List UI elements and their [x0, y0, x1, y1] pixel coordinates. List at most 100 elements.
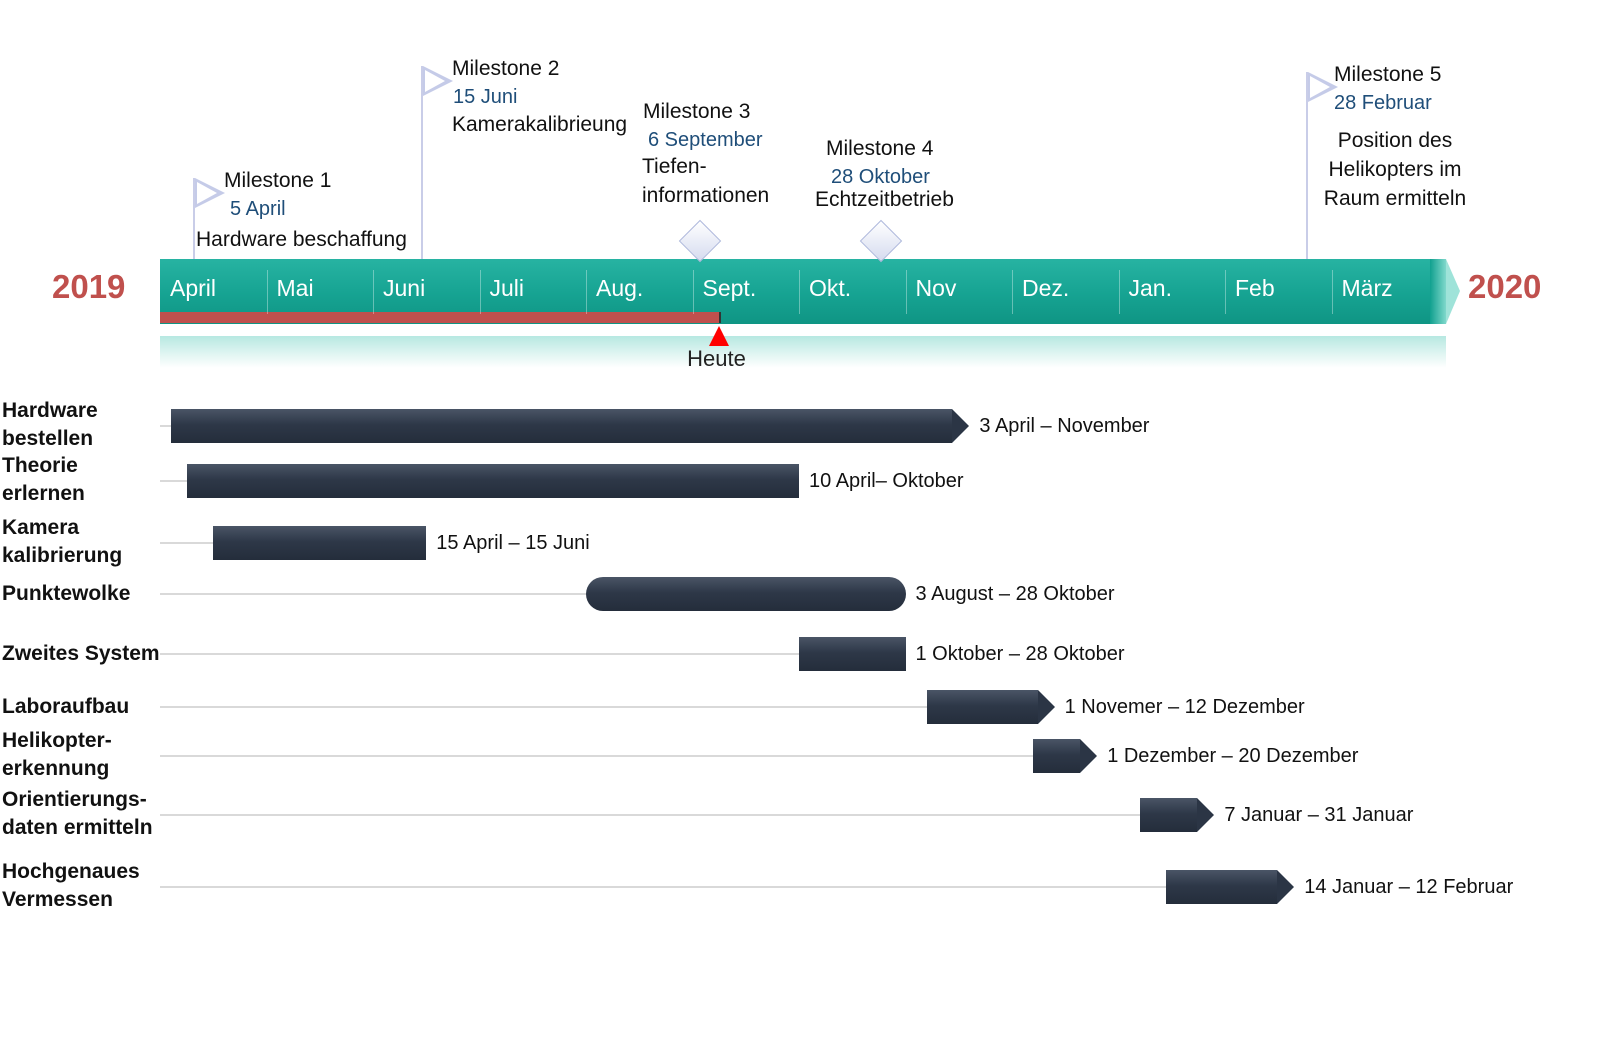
- month-label: Aug.: [596, 275, 644, 301]
- month-label: Nov: [915, 275, 957, 301]
- task-name: Helikopter-: [2, 729, 112, 752]
- flag-icon-inner: [197, 182, 217, 204]
- month-label: Jan.: [1128, 275, 1172, 301]
- milestone-title: Milestone 1: [224, 169, 332, 192]
- month-separator: [799, 270, 800, 314]
- flag-icon-inner: [1310, 76, 1330, 98]
- milestone-pole: [421, 66, 423, 259]
- task-name: Vermessen: [2, 888, 113, 911]
- today-label: Heute: [687, 346, 746, 371]
- task-track: [160, 755, 1034, 757]
- task-bar: [213, 526, 427, 560]
- task-date-range: 14 Januar – 12 Februar: [1304, 876, 1514, 898]
- diamond-icon: [859, 219, 903, 263]
- task-name: kalibrierung: [2, 544, 123, 567]
- task-date-range: 3 August – 28 Oktober: [915, 583, 1115, 605]
- milestone-description: Echtzeitbetrieb: [815, 188, 954, 211]
- task-bar-arrow: [1277, 870, 1295, 904]
- task-bar: [186, 464, 799, 498]
- month-label: Dez.: [1022, 275, 1070, 301]
- task-bar: [799, 637, 906, 671]
- task-track: [160, 706, 927, 708]
- milestone-date: 5 April: [230, 198, 286, 220]
- month-label: Sept.: [702, 275, 757, 301]
- timeline-band-end: [1430, 259, 1446, 324]
- task-name: Zweites System: [2, 642, 160, 665]
- task-date-range: 1 Dezember – 20 Dezember: [1107, 745, 1359, 767]
- task-name: Kamera: [2, 516, 80, 539]
- milestone-pole: [193, 178, 195, 259]
- task-bar: [586, 577, 906, 611]
- task-name: Theorie: [2, 454, 78, 477]
- task-date-range: 7 Januar – 31 Januar: [1224, 804, 1414, 826]
- month-separator: [373, 270, 374, 314]
- month-label: Feb: [1235, 275, 1275, 301]
- month-label: Okt.: [809, 275, 852, 301]
- milestone-pole: [1306, 72, 1308, 259]
- milestone-description: informationen: [642, 184, 770, 207]
- month-label: März: [1341, 275, 1393, 301]
- milestone-description: Hardware beschaffung: [196, 228, 407, 251]
- milestone-title: Milestone 3: [643, 100, 751, 123]
- milestone-date: 15 Juni: [453, 86, 518, 108]
- month-label: Juli: [489, 275, 525, 301]
- task-name: Orientierungs-: [2, 788, 147, 811]
- month-separator: [266, 270, 268, 314]
- task-track: [160, 814, 1140, 816]
- milestone-description: Position des: [1337, 129, 1453, 152]
- milestone-title: Milestone 4: [826, 137, 934, 160]
- task-name: daten ermitteln: [2, 816, 153, 839]
- milestone-date: 28 Oktober: [831, 166, 930, 188]
- milestone-description: Raum ermitteln: [1323, 187, 1467, 210]
- milestone-description: Kamerakalibrieung: [452, 113, 628, 136]
- task-track: [160, 593, 586, 595]
- month-label: Juni: [383, 275, 426, 301]
- task-track: [160, 480, 187, 482]
- task-track: [160, 425, 171, 427]
- month-separator: [1225, 270, 1226, 314]
- diamond-icon: [678, 219, 722, 263]
- timeline-band-arrow: [1446, 259, 1460, 324]
- month-separator: [1012, 270, 1013, 314]
- task-bar-arrow: [1080, 739, 1098, 773]
- task-bar: [170, 409, 953, 443]
- task-track: [160, 886, 1167, 888]
- milestone-description: Tiefen-: [642, 155, 707, 178]
- flag-icon-inner: [425, 70, 445, 92]
- task-bar-arrow: [1197, 798, 1215, 832]
- month-separator: [905, 270, 907, 314]
- task-date-range: 1 Novemer – 12 Dezember: [1064, 696, 1305, 718]
- month-separator: [479, 270, 481, 314]
- milestone-title: Milestone 2: [452, 57, 560, 80]
- milestone-date: 28 Februar: [1334, 92, 1432, 114]
- timeline-reflection: [160, 336, 1446, 368]
- month-separator: [586, 270, 587, 314]
- milestone-date: 6 September: [648, 129, 763, 151]
- task-name: erkennung: [2, 757, 110, 780]
- task-name: Hardware: [2, 399, 98, 422]
- task-date-range: 1 Oktober – 28 Oktober: [915, 643, 1125, 665]
- month-separator: [692, 270, 694, 314]
- task-name: bestellen: [2, 427, 94, 450]
- year-end: 2020: [1468, 268, 1542, 305]
- task-date-range: 15 April – 15 Juni: [436, 532, 590, 554]
- milestone-title: Milestone 5: [1334, 63, 1442, 86]
- task-date-range: 10 April– Oktober: [809, 470, 964, 492]
- month-label: Mai: [276, 275, 314, 301]
- month-separator: [1118, 270, 1120, 314]
- task-track: [160, 653, 799, 655]
- task-date-range: 3 April – November: [979, 415, 1150, 437]
- task-bar: [1139, 798, 1198, 832]
- year-start: 2019: [52, 268, 126, 305]
- task-bar-arrow: [952, 409, 970, 443]
- task-track: [160, 542, 214, 544]
- task-name: Punktewolke: [2, 582, 131, 605]
- task-name: Laboraufbau: [2, 695, 130, 718]
- month-separator: [1331, 270, 1333, 314]
- month-label: April: [170, 275, 217, 301]
- progress-bar: [160, 312, 722, 323]
- task-bar: [1033, 739, 1081, 773]
- task-bar: [1166, 870, 1278, 904]
- task-bar: [926, 690, 1038, 724]
- task-bar-arrow: [1037, 690, 1055, 724]
